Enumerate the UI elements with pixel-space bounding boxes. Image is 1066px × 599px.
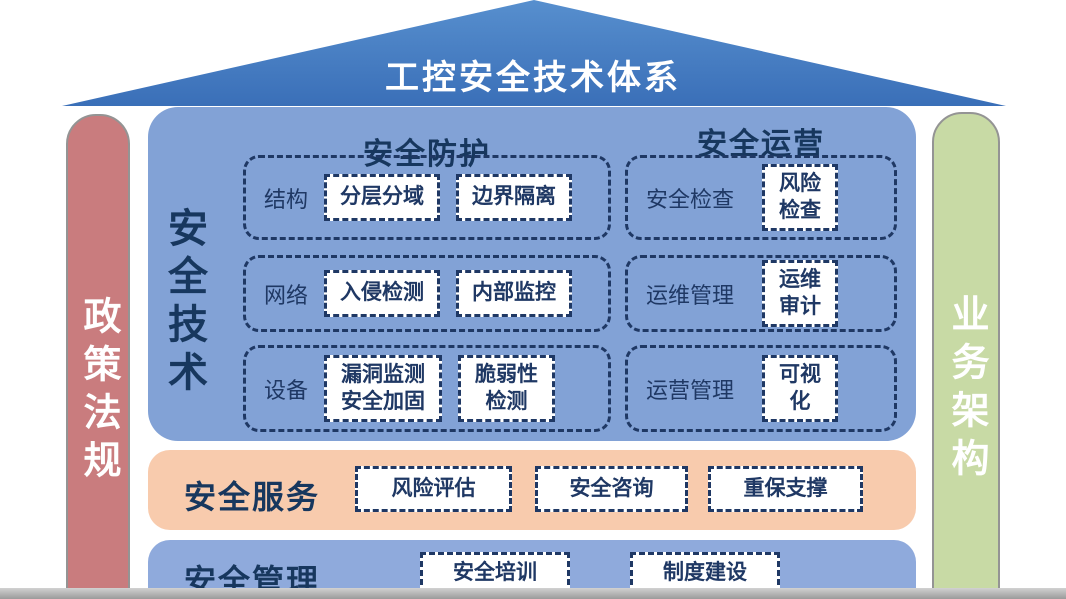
group-label: 设备 (264, 377, 309, 403)
group-structure: 结构 分层分域 边界隔离 (243, 155, 611, 240)
group-device: 设备 漏洞监测 安全加固 脆弱性 检测 (243, 345, 611, 432)
item-box: 边界隔离 (456, 174, 573, 221)
business-bar: 业务架构 (932, 112, 1000, 599)
group-operation-management: 运营管理 可视 化 (625, 345, 897, 432)
roof-title: 工控安全技术体系 (385, 59, 681, 97)
group-network: 网络 入侵检测 内部监控 (243, 255, 611, 332)
item-box: 入侵检测 (324, 270, 441, 317)
business-bar-label: 业务架构 (945, 294, 987, 486)
group-label: 网络 (264, 282, 309, 308)
service-box: 安全咨询 (535, 466, 688, 512)
security-tech-label: 安全技术 (162, 207, 206, 399)
group-label: 运维管理 (646, 282, 735, 308)
item-box: 分层分域 (324, 174, 441, 221)
group-label: 运营管理 (646, 377, 735, 403)
service-band: 安全服务 风险评估 安全咨询 重保支撑 (148, 450, 916, 530)
group-security-check: 安全检查 风险 检查 (625, 155, 897, 240)
item-box: 脆弱性 检测 (458, 355, 556, 422)
service-box: 重保支撑 (708, 466, 863, 512)
service-title: 安全服务 (184, 479, 321, 515)
management-box: 安全培训 (420, 552, 570, 594)
policy-bar: 政策法规 (66, 114, 130, 599)
policy-bar-label: 政策法规 (77, 296, 119, 488)
item-box: 可视 化 (762, 355, 839, 422)
security-tech-panel: 安全技术 安全防护 安全运营 结构 分层分域 边界隔离 网络 入侵检测 内部监控… (148, 107, 916, 441)
protection-header: 安全防护 (363, 138, 491, 171)
group-om-management: 运维管理 运维 审计 (625, 255, 897, 332)
group-label: 结构 (264, 186, 309, 212)
item-box: 风险 检查 (762, 164, 839, 231)
item-box: 内部监控 (456, 270, 573, 317)
bottom-edge-strip (0, 588, 1066, 599)
item-box: 漏洞监测 安全加固 (324, 355, 443, 422)
item-box: 运维 审计 (762, 260, 839, 327)
group-label: 安全检查 (646, 186, 735, 212)
service-box: 风险评估 (355, 466, 512, 512)
